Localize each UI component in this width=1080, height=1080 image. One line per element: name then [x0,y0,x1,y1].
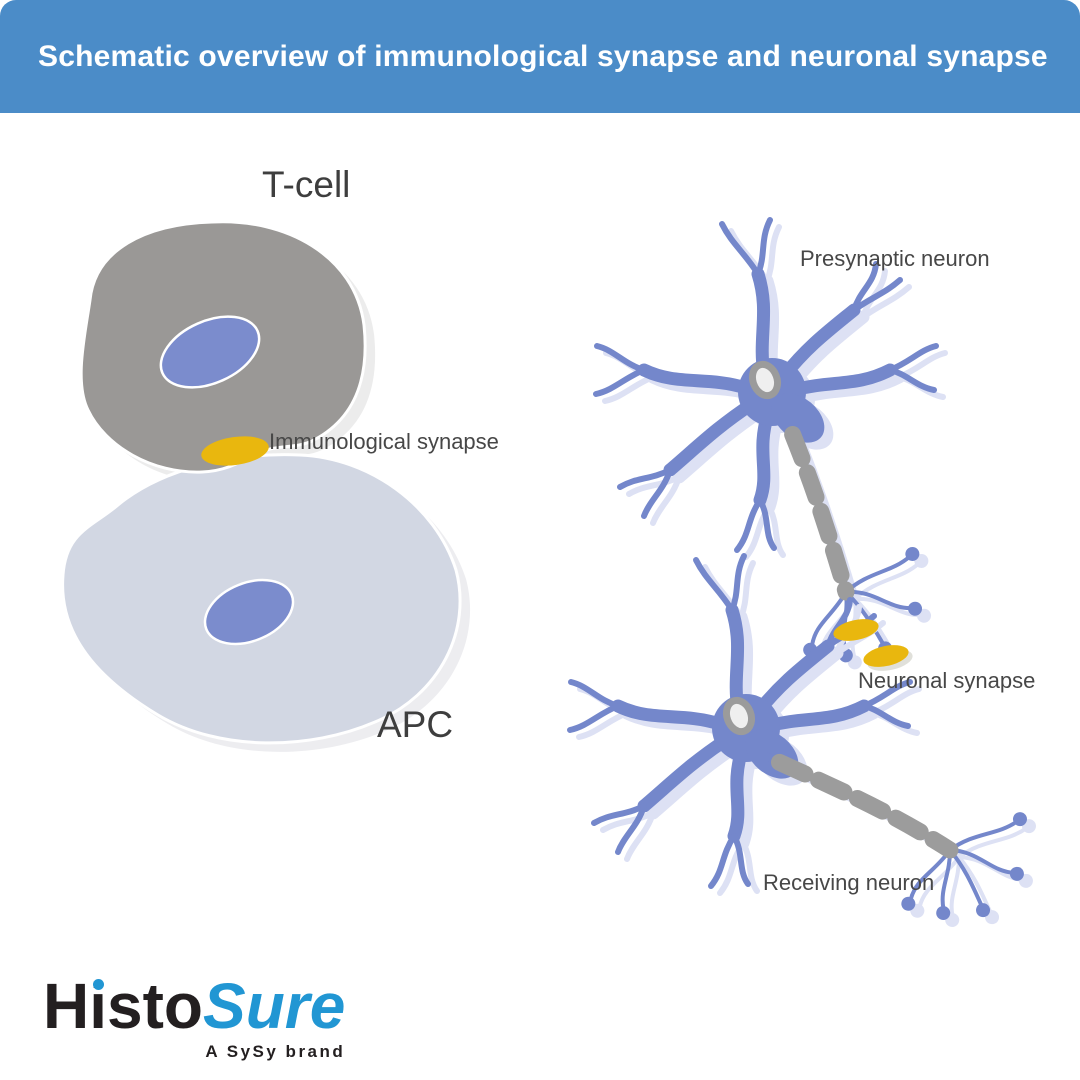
presynaptic-neuron-label: Presynaptic neuron [800,246,990,271]
presynaptic-nucleus [748,360,782,400]
logo-sure: Sure [203,970,346,1042]
apc-label: APC [377,704,454,745]
receiving-neuron-figure [570,556,1054,951]
logo-tagline: A SySy brand [205,1042,346,1061]
logo-histo: Histo [43,970,203,1042]
histosure-logo: HistoSure A SySy brand [43,974,345,1062]
immunological-synapse-label: Immunological synapse [269,429,499,454]
myelin-sheath [781,419,855,601]
page-title: Schematic overview of immunological syna… [38,39,1048,73]
receiving-neuron-label: Receiving neuron [763,870,935,895]
t-cell-label: T-cell [262,164,351,205]
t-cell-nucleus [159,315,261,389]
presynaptic-neuron-figure [596,220,945,687]
receiving-nucleus [722,696,756,736]
logo-wordmark: HistoSure [43,974,345,1038]
neuronal-synapse-label: Neuronal synapse [858,668,1036,693]
logo-i-dot [93,979,104,990]
myelin-sheath [757,747,959,859]
neuronal-synapse-markers [833,619,913,671]
apc-nucleus [203,578,295,646]
immunological-synapse-marker [201,436,269,466]
header-bar: Schematic overview of immunological syna… [0,0,1080,113]
